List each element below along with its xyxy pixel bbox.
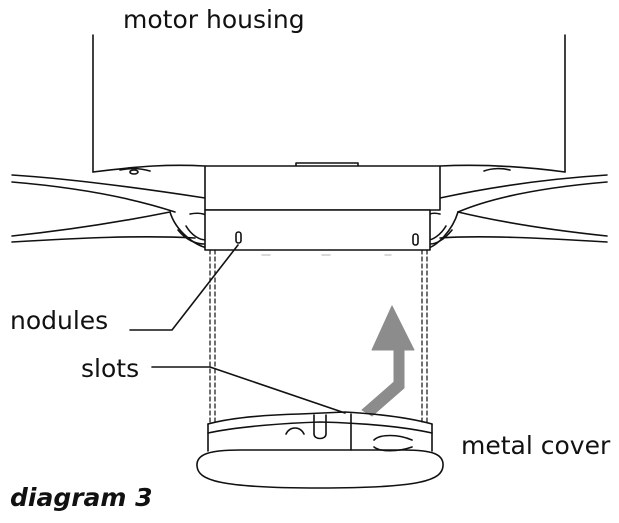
slots-leader-line [151,366,346,414]
nodules-label: nodules [10,306,109,335]
left-blade [11,174,213,249]
motor-housing-label: motor housing [123,5,305,34]
motor-housing [92,34,566,175]
metal-cover-label: metal cover [461,431,611,460]
nodules-leader-line [129,244,239,331]
hub-upper-block [204,165,441,211]
diagram-caption: diagram 3 [10,483,153,512]
right-blade [423,174,608,249]
metal-cover [196,411,444,489]
alignment-guides [209,249,428,425]
nodules [235,231,419,246]
insert-arrow [361,305,415,417]
slots-label: slots [81,354,140,383]
hub-lower-collar [204,209,431,251]
